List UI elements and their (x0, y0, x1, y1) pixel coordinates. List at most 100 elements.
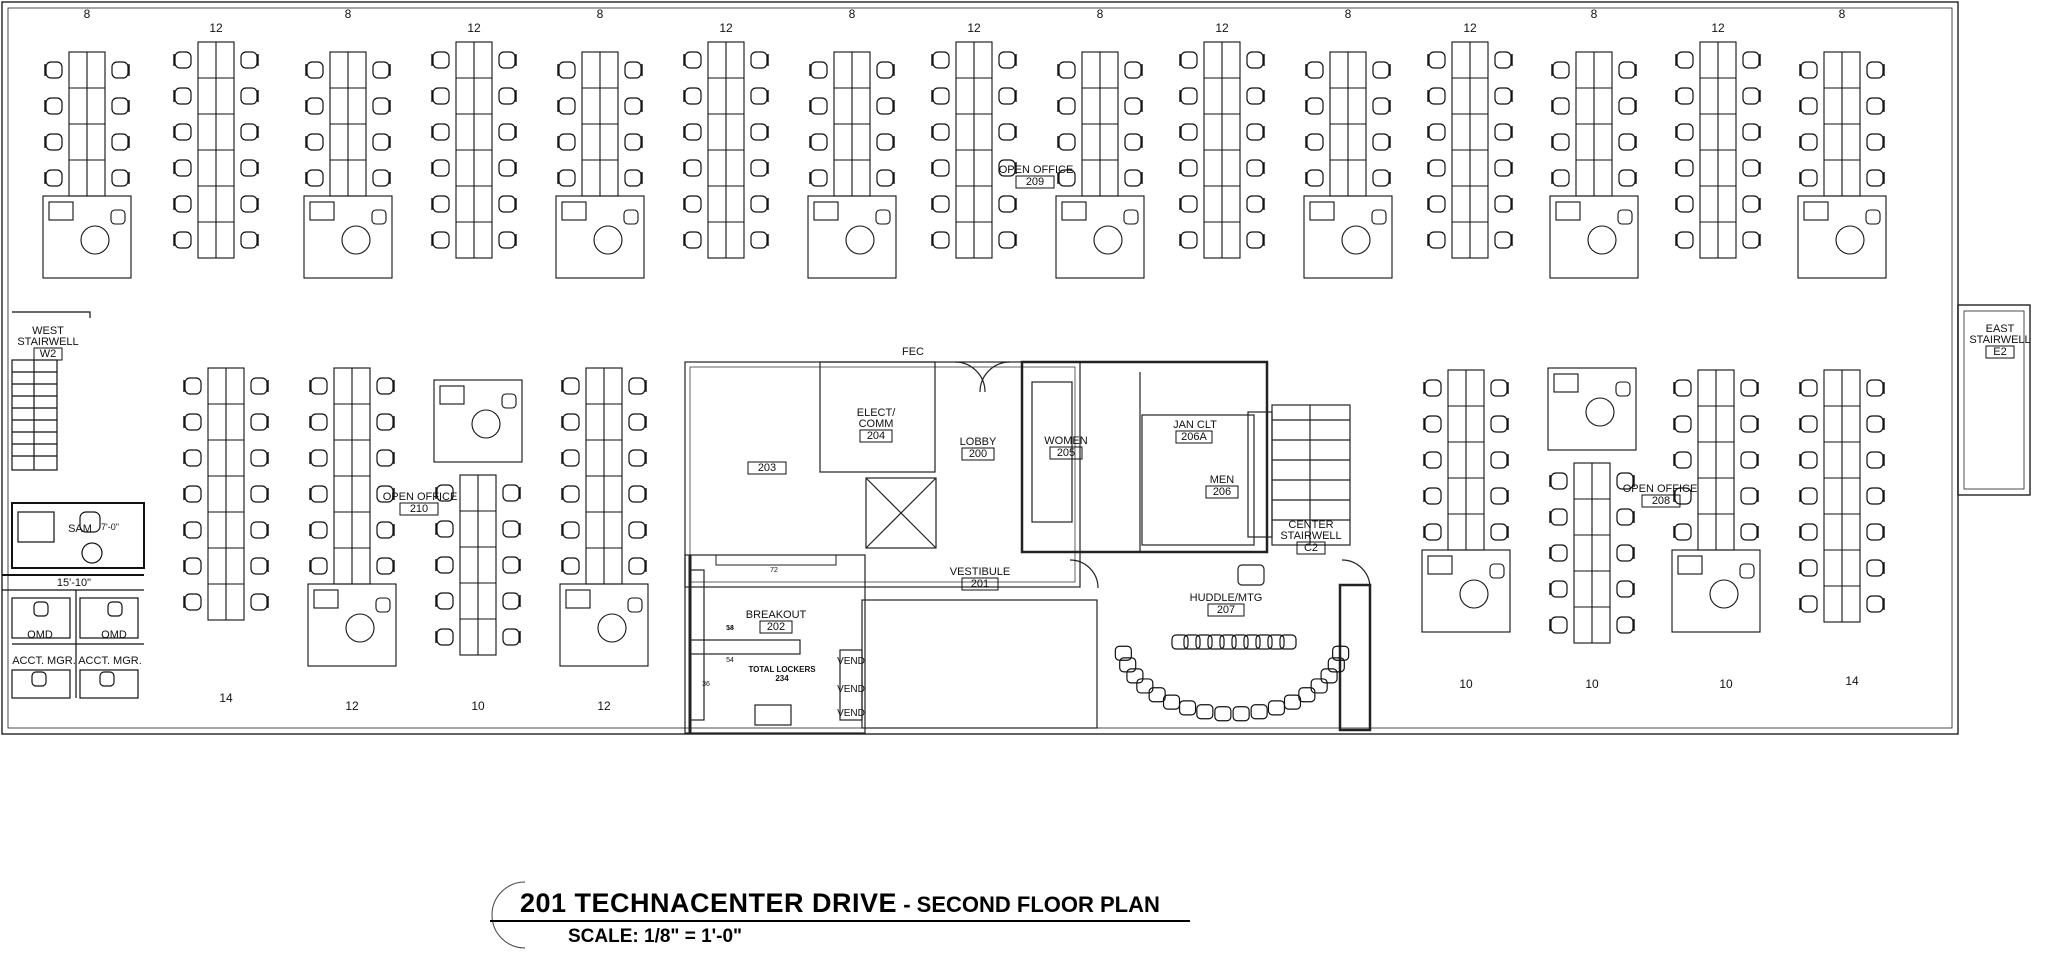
label-sam: SAM (68, 523, 92, 535)
label-vestibule: VESTIBULE (950, 566, 1011, 578)
label-east-stair-a: EAST (1986, 323, 2015, 335)
count-top-3: 8 (345, 7, 352, 21)
pod-top-1 (42, 51, 132, 279)
label-num-202: 202 (767, 621, 785, 633)
huddle-seating (1114, 634, 1350, 722)
count-lower-right-4: 14 (1845, 674, 1859, 688)
huddle-chair (1243, 634, 1261, 650)
pod-lower-right-1 (1421, 369, 1511, 633)
pod-lower-right-4 (1799, 369, 1885, 623)
label-lobby: LOBBY (960, 436, 997, 448)
pod-top-9 (1055, 51, 1145, 279)
count-top-1: 8 (84, 7, 91, 21)
count-top-11: 8 (1345, 7, 1352, 21)
count-top-5: 8 (597, 7, 604, 21)
label-locker-72: 72 (770, 567, 778, 574)
huddle-chair (1298, 687, 1316, 703)
label-vend-1: VEND (837, 656, 865, 667)
label-jan: JAN CLT (1173, 419, 1217, 431)
label-acct-2: ACCT. MGR. (78, 655, 142, 667)
west-wing (2, 311, 145, 699)
count-lower-right-1: 10 (1459, 677, 1473, 691)
label-omd-1: OMD (27, 629, 53, 641)
huddle-chair (1171, 634, 1189, 650)
count-lower-right-3: 10 (1719, 677, 1733, 691)
count-top-12: 12 (1463, 21, 1477, 35)
label-vend-2: VEND (837, 684, 865, 695)
label-num-208: 208 (1652, 495, 1670, 507)
label-num-210: 210 (410, 503, 428, 515)
label-west-stair-a: WEST (32, 325, 64, 337)
count-top-2: 12 (209, 21, 223, 35)
huddle-chair (1283, 694, 1302, 710)
title-separator: - (897, 892, 917, 917)
label-open-office-209: OPEN OFFICE (999, 164, 1074, 176)
pod-top-6 (683, 41, 769, 259)
huddle-chair (1219, 634, 1237, 650)
label-east-stair-id: E2 (1993, 346, 2006, 358)
label-center-stair-b: STAIRWELL (1280, 530, 1341, 542)
label-elect-b: COMM (859, 418, 894, 430)
huddle-chair (1207, 634, 1225, 650)
label-num-206: 206 (1213, 486, 1231, 498)
count-top-9: 8 (1097, 7, 1104, 21)
label-num-206a: 206A (1181, 431, 1207, 443)
title-underline (490, 920, 1190, 922)
pod-lower-left-2 (307, 367, 397, 667)
count-top-6: 12 (719, 21, 733, 35)
core-rooms (684, 360, 1372, 734)
label-open-office-208: OPEN OFFICE (1623, 483, 1698, 495)
huddle-chair (1310, 678, 1328, 694)
huddle-chair (1183, 634, 1201, 650)
title-main: 201 TECHNACENTER DRIVE (520, 888, 898, 918)
workstation-pods (42, 41, 1887, 667)
label-num-200: 200 (969, 448, 987, 460)
count-top-8: 12 (967, 21, 981, 35)
pod-top-15 (1797, 51, 1887, 279)
pod-top-10 (1179, 41, 1265, 259)
label-west-stair-b: STAIRWELL (17, 336, 78, 348)
count-top-15: 8 (1839, 7, 1846, 21)
pod-top-8 (931, 41, 1017, 259)
label-fec: FEC (902, 346, 924, 358)
pod-top-3 (303, 51, 393, 279)
label-locker-54b: 54 (726, 657, 734, 664)
pod-top-5 (555, 51, 645, 279)
label-women: WOMEN (1044, 435, 1087, 447)
label-vend-3: VEND (837, 708, 865, 719)
label-num-209: 209 (1026, 176, 1044, 188)
huddle-chair (1136, 678, 1154, 694)
label-locker-18: 18 (726, 625, 734, 632)
label-east-stair-b: STAIRWELL (1969, 334, 2030, 346)
huddle-chair (1196, 704, 1214, 720)
label-center-stair-id: C2 (1304, 542, 1318, 554)
count-top-4: 12 (467, 21, 481, 35)
pod-lower-left-4 (559, 367, 649, 667)
huddle-chair (1162, 694, 1181, 710)
scale-note: SCALE: 1/8" = 1'-0" (568, 926, 743, 947)
huddle-chair (1195, 634, 1213, 650)
label-west-stair-id: W2 (40, 348, 57, 360)
label-lockers-a: TOTAL LOCKERS (748, 665, 816, 674)
huddle-chair (1231, 634, 1249, 650)
count-top-10: 12 (1215, 21, 1229, 35)
title-block: 201 TECHNACENTER DRIVE - SECOND FLOOR PL… (490, 880, 1250, 950)
count-lower-left-1: 14 (219, 691, 233, 705)
pod-top-2 (173, 41, 259, 259)
label-huddle: HUDDLE/MTG (1190, 592, 1263, 604)
label-acct-1: ACCT. MGR. (12, 655, 76, 667)
title-arc (490, 880, 560, 950)
label-men: MEN (1210, 474, 1235, 486)
label-num-201: 201 (971, 578, 989, 590)
pod-lower-left-1 (183, 367, 269, 621)
label-sam-dim: 7'-0" (101, 522, 119, 532)
huddle-chair (1232, 706, 1250, 722)
pod-top-14 (1675, 41, 1761, 259)
count-lower-left-4: 12 (597, 699, 611, 713)
pod-lower-right-3 (1671, 369, 1761, 633)
huddle-chair (1214, 706, 1232, 722)
label-num-204: 204 (867, 430, 885, 442)
label-open-office-210: OPEN OFFICE (383, 491, 458, 503)
